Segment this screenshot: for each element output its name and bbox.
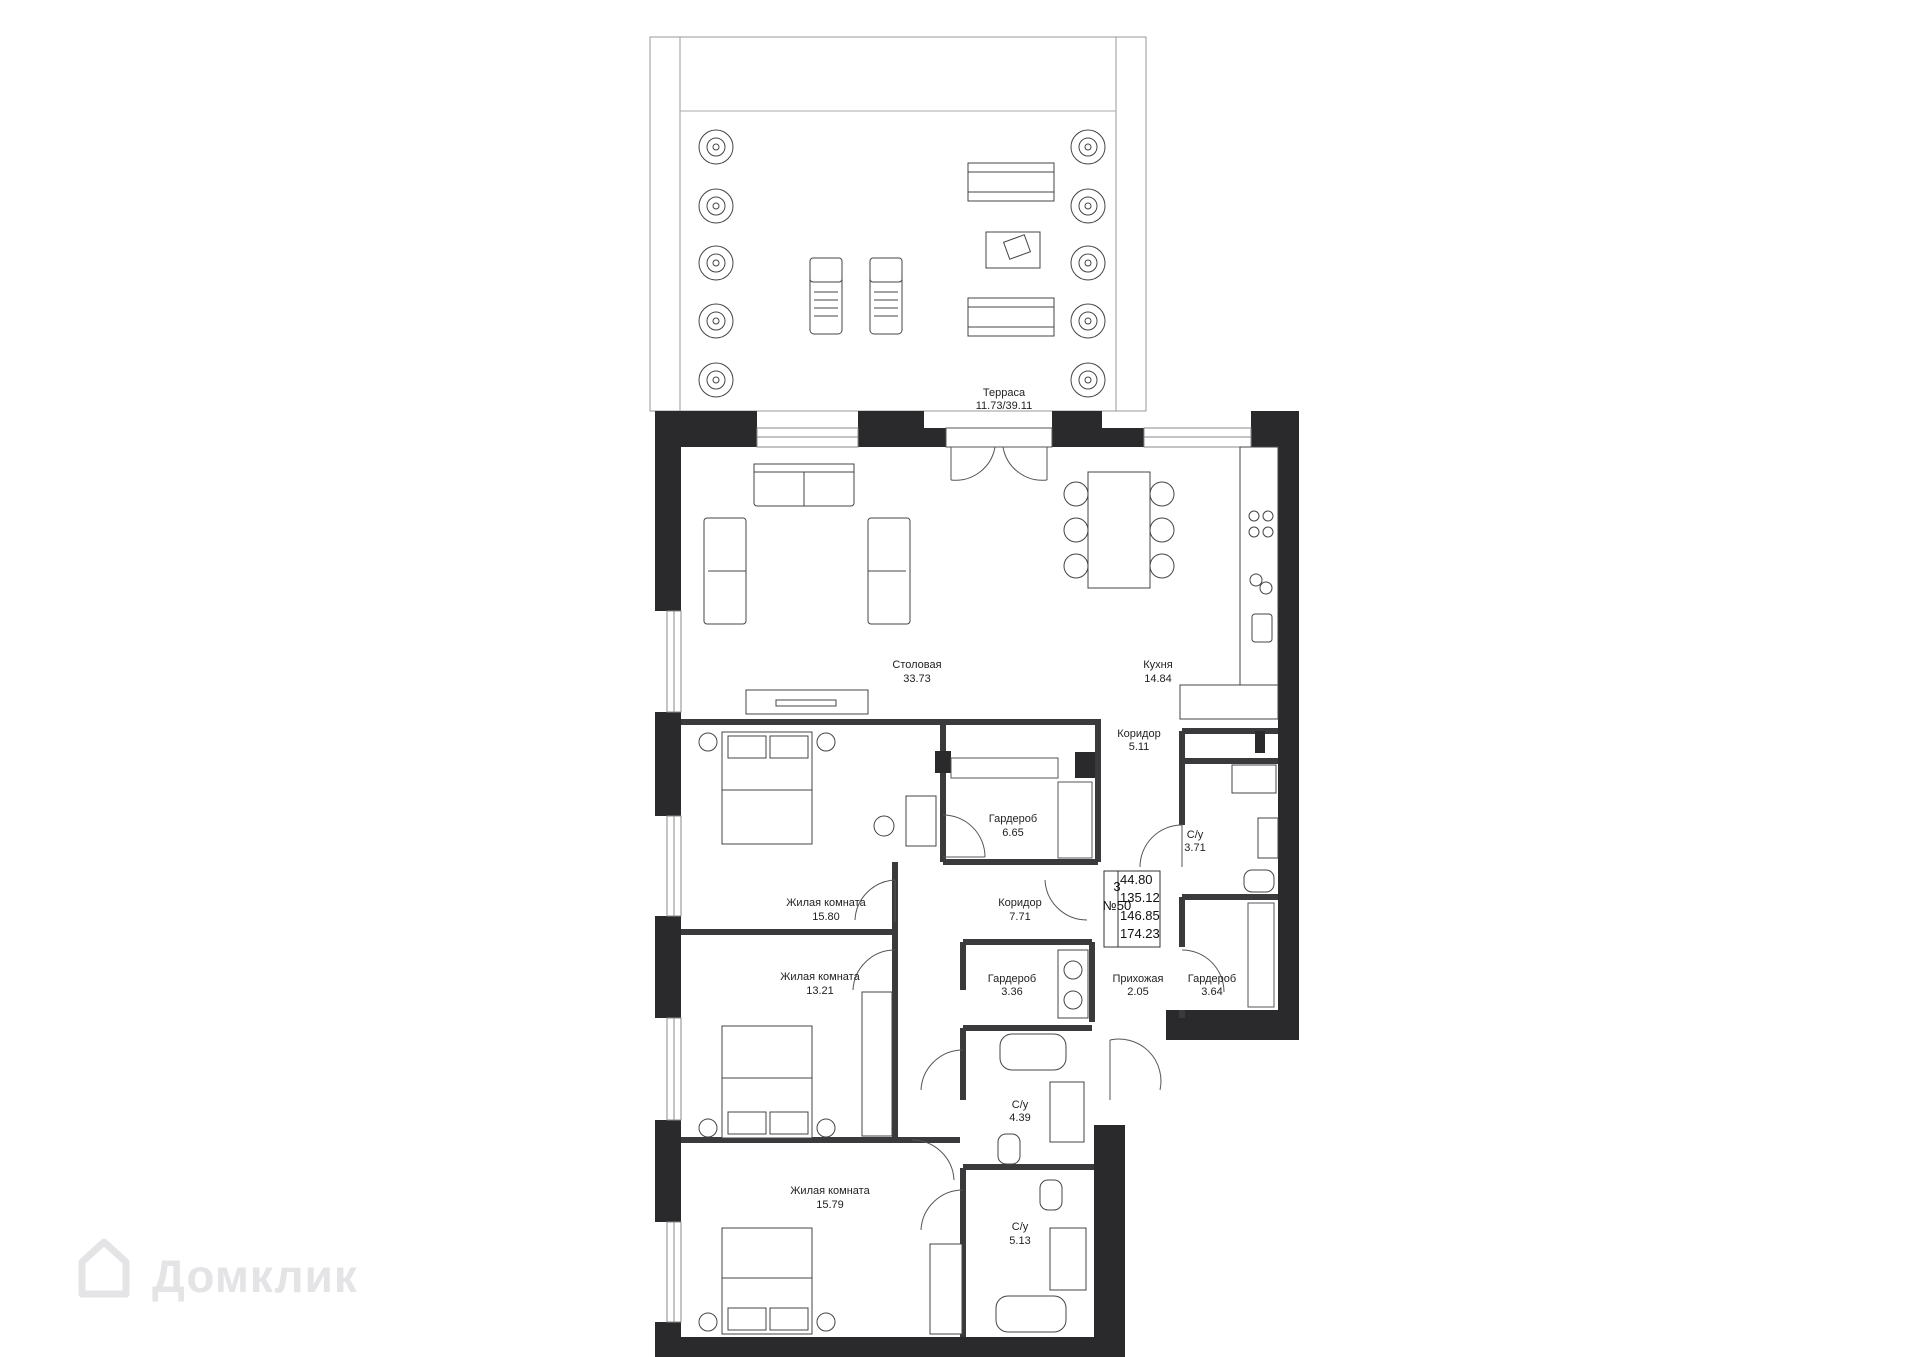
tv-stand-icon: [745, 689, 869, 715]
apartment-area-2: 135.12: [1120, 890, 1160, 905]
bed-icon: [721, 1025, 813, 1139]
room-name-wardrobe-3: Гардероб: [1188, 973, 1236, 985]
room-area-corridor-1: 5.11: [1129, 741, 1150, 753]
room-area-bedroom-3: 15.79: [816, 1199, 844, 1211]
wardrobe2-fixtures: [1057, 949, 1089, 1019]
plant-icon: [698, 188, 734, 224]
room-area-bedroom-2: 13.21: [806, 985, 834, 997]
room-name-wardrobe-2: Гардероб: [988, 973, 1036, 985]
plant-icon: [698, 303, 734, 339]
room-area-wardrobe-2: 3.36: [1001, 986, 1022, 998]
room-area-wardrobe-3: 3.64: [1201, 986, 1222, 998]
room-name-wc-3: С/у: [1012, 1221, 1029, 1233]
bed-icon: [721, 1227, 813, 1335]
plant-icon: [1070, 303, 1106, 339]
coffee-table-icon: [985, 231, 1041, 269]
room-area-kitchen: 14.84: [1144, 673, 1172, 685]
room-name-terrace: Терраса: [983, 387, 1026, 399]
house-logo-icon: [78, 1238, 130, 1298]
room-area-hall: 2.05: [1127, 986, 1148, 998]
room-name-bedroom-2: Жилая комната: [780, 971, 860, 983]
apartment-info-box: 3 №50 44.80 135.12 146.85 174.23: [1103, 870, 1161, 948]
wc2-fixtures: [997, 1033, 1085, 1165]
sun-lounger-icon: [809, 257, 843, 335]
terrace-furniture: [809, 162, 1055, 337]
plant-icon: [1070, 245, 1106, 281]
dining-table-icon: [1063, 471, 1175, 589]
apartment-area-3: 146.85: [1120, 908, 1160, 923]
room-name-corridor-1: Коридор: [1117, 728, 1160, 740]
room-name-wc-2: С/у: [1012, 1099, 1029, 1111]
bench-icon: [967, 162, 1055, 202]
windows: [666, 427, 1252, 1323]
room-name-hall: Прихожая: [1113, 973, 1164, 985]
plant-icon: [698, 129, 734, 165]
room-name-bedroom-3: Жилая комната: [790, 1185, 870, 1197]
room-name-wc-1: С/у: [1187, 829, 1204, 841]
exterior-walls: [655, 411, 1299, 1357]
wc3-fixtures: [995, 1179, 1087, 1333]
room-name-wardrobe-1: Гардероб: [989, 813, 1037, 825]
wardrobe1-shelves: [950, 757, 1093, 859]
room-name-corridor-2: Коридор: [998, 897, 1041, 909]
room-name-kitchen: Кухня: [1143, 659, 1172, 671]
plant-icon: [1070, 129, 1106, 165]
terrace-plants: [698, 129, 1106, 398]
watermark-text: Домклик: [152, 1250, 358, 1302]
room-area-wc-1: 3.71: [1184, 842, 1205, 854]
apartment-floor: 3: [1113, 879, 1120, 894]
sofa-icon: [753, 463, 855, 507]
wardrobe3-shelves: [1247, 902, 1275, 1008]
room-area-bedroom-1: 15.80: [812, 911, 840, 923]
bench-icon: [967, 297, 1055, 337]
sun-lounger-icon: [869, 257, 903, 335]
interior-doors: [852, 814, 1225, 1231]
kitchen-counter-icon: [1179, 446, 1279, 720]
sofa-icon: [867, 517, 911, 625]
plant-icon: [1070, 188, 1106, 224]
bed-icon: [721, 731, 813, 845]
bedroom2-furniture: [698, 991, 893, 1139]
apartment-area-1: 44.80: [1120, 872, 1153, 887]
plant-icon: [698, 245, 734, 281]
sofa-icon: [703, 517, 747, 625]
room-area-corridor-2: 7.71: [1009, 911, 1030, 923]
plant-icon: [698, 362, 734, 398]
room-area-wc-3: 5.13: [1009, 1235, 1030, 1247]
room-name-dining: Столовая: [892, 659, 941, 671]
room-area-wardrobe-1: 6.65: [1002, 827, 1023, 839]
room-area-terrace: 11.73/39.11: [976, 400, 1032, 412]
bedroom1-furniture: [698, 731, 937, 847]
plant-icon: [1070, 362, 1106, 398]
apartment-area-4: 174.23: [1120, 926, 1160, 941]
terrace-door: [945, 427, 1053, 481]
room-area-dining: 33.73: [903, 673, 931, 685]
watermark: Домклик: [78, 1238, 358, 1302]
interior-pillars: [935, 731, 1265, 778]
living-furniture: [703, 446, 1279, 720]
bedroom3-furniture: [698, 1227, 963, 1335]
room-area-wc-2: 4.39: [1009, 1112, 1030, 1124]
desk-icon: [873, 795, 937, 847]
wc1-fixtures: [1231, 764, 1279, 893]
apartment-number: №50: [1103, 898, 1131, 913]
terrace-area: [649, 36, 1147, 412]
room-name-bedroom-1: Жилая комната: [786, 897, 866, 909]
